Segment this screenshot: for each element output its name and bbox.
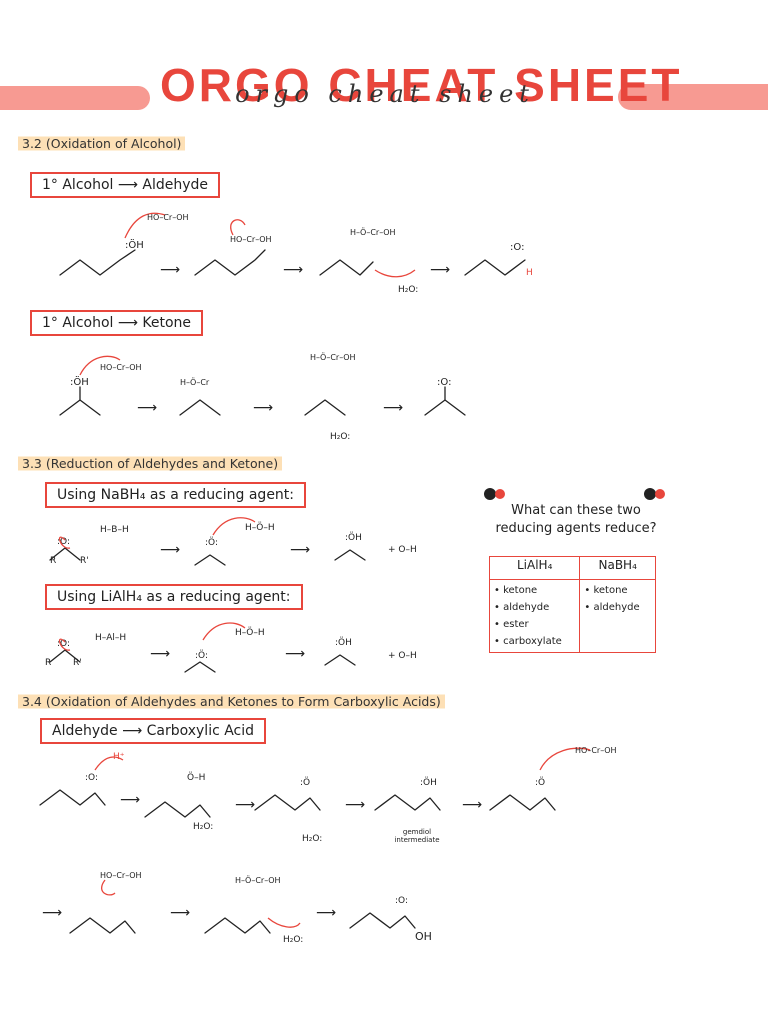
box-nabh4: Using NaBH₄ as a reducing agent: xyxy=(45,482,307,508)
r-prime-label: R' xyxy=(73,658,82,668)
svg-text::ÖH: :ÖH xyxy=(420,777,437,788)
water-label: H₂O: xyxy=(283,935,304,945)
svg-text::Ö:: :Ö: xyxy=(195,650,208,661)
lialh4-list: • ketone • aldehyde • ester • carboxylat… xyxy=(488,579,581,653)
svg-text:HO–Cr–OH: HO–Cr–OH xyxy=(575,746,617,755)
reducing-agents-table: LiAlH₄ NaBH₄ • ketone • aldehyde • ester… xyxy=(488,556,656,653)
svg-text:HO–Cr–OH: HO–Cr–OH xyxy=(100,363,142,372)
water-label: H₂O: xyxy=(193,822,214,832)
svg-text:H–Ö–H: H–Ö–H xyxy=(235,627,265,638)
hydroxide-byproduct: + O–H xyxy=(388,545,417,555)
table-header-lialh4: LiAlH₄ xyxy=(488,556,581,580)
reaction-arrow: ⟶ xyxy=(160,542,181,558)
reaction-arrow: ⟶ xyxy=(150,646,171,662)
list-item: • ketone xyxy=(584,585,628,596)
mechanism-row-alcohol-aldehyde: :ÖH HO–Cr–OH HO–Cr–OH H–Ö–Cr–OH :O: xyxy=(59,212,526,278)
svg-text:H–B–H: H–B–H xyxy=(100,525,129,535)
header-bar-left xyxy=(0,86,150,110)
svg-text::ÖH: :ÖH xyxy=(70,375,89,388)
reaction-arrow: ⟶ xyxy=(235,797,256,813)
quote-marks-icon xyxy=(484,488,665,500)
title-script-overlay: orgo cheat sheet xyxy=(235,80,535,108)
box-primary-alcohol-ketone: 1° Alcohol ⟶ Ketone xyxy=(30,310,204,336)
svg-text::O:: :O: xyxy=(57,639,70,649)
svg-text::ÖH: :ÖH xyxy=(125,238,144,251)
section-3-3-heading: 3.3 (Reduction of Aldehydes and Ketone) xyxy=(18,455,283,472)
reaction-arrow: ⟶ xyxy=(120,792,141,808)
svg-text:H–Al–H: H–Al–H xyxy=(95,633,126,643)
list-item: • ester xyxy=(494,619,529,630)
list-item: • ketone xyxy=(494,585,538,596)
reaction-arrow: ⟶ xyxy=(430,262,451,278)
svg-text::ÖH: :ÖH xyxy=(345,532,362,543)
reaction-arrow: ⟶ xyxy=(285,646,306,662)
hydroxide-byproduct: + O–H xyxy=(388,651,417,661)
mechanism-row-aldehyde-acid-2: HO–Cr–OH H–Ö–Cr–OH :O: xyxy=(69,871,416,934)
nabh4-list: • ketone • aldehyde xyxy=(579,579,656,653)
svg-text:HO–Cr–OH: HO–Cr–OH xyxy=(230,235,272,244)
svg-text:H–Ö–Cr: H–Ö–Cr xyxy=(180,377,210,387)
svg-text:H–Ö–Cr–OH: H–Ö–Cr–OH xyxy=(310,352,356,362)
proton-label: H⁺ xyxy=(113,752,125,762)
svg-text::Ö: :Ö xyxy=(300,777,310,788)
svg-text:Ö–H: Ö–H xyxy=(187,772,205,783)
svg-text::O:: :O: xyxy=(437,377,451,388)
r-prime-label: R' xyxy=(80,556,89,566)
svg-text::O:: :O: xyxy=(510,242,524,253)
reaction-arrow: ⟶ xyxy=(253,400,274,416)
section-3-2-heading: 3.2 (Oxidation of Alcohol) xyxy=(18,135,186,152)
reaction-arrow: ⟶ xyxy=(290,542,311,558)
mechanism-row-aldehyde-acid-1: :O: Ö–H :Ö :ÖH :Ö HO–Cr–OH xyxy=(39,746,617,818)
list-item: • aldehyde xyxy=(494,602,550,613)
svg-text::O:: :O: xyxy=(57,537,70,547)
question-text: What can these two reducing agents reduc… xyxy=(495,503,657,536)
carboxylic-acid-oh-label: OH xyxy=(415,930,432,943)
svg-text:H–Ö–Cr–OH: H–Ö–Cr–OH xyxy=(235,875,281,885)
svg-text:HO–Cr–OH: HO–Cr–OH xyxy=(147,213,189,222)
reaction-arrow: ⟶ xyxy=(345,797,366,813)
svg-text:HO–Cr–OH: HO–Cr–OH xyxy=(100,871,142,880)
svg-text::O:: :O: xyxy=(395,896,408,906)
reaction-arrow: ⟶ xyxy=(383,400,404,416)
r-group-label: R xyxy=(45,658,52,668)
svg-text::Ö: :Ö xyxy=(535,777,545,788)
reaction-arrow: ⟶ xyxy=(160,262,181,278)
svg-text::ÖH: :ÖH xyxy=(335,637,352,648)
water-label: H₂O: xyxy=(330,432,351,442)
r-group-label: R xyxy=(50,556,57,566)
reaction-arrow: ⟶ xyxy=(170,905,191,921)
header-bar-right xyxy=(618,84,768,110)
section-3-4-heading: 3.4 (Oxidation of Aldehydes and Ketones … xyxy=(18,693,445,710)
mechanism-row-alcohol-ketone: :ÖH HO–Cr–OH H–Ö–Cr H–Ö–Cr–OH :O: xyxy=(59,352,466,416)
box-aldehyde-carboxylic-acid: Aldehyde ⟶ Carboxylic Acid xyxy=(40,718,267,744)
page-title: ORGO CHEAT SHEET xyxy=(160,59,683,111)
mechanism-row-lialh4: :O: H–Al–H :Ö: H–Ö–H :ÖH xyxy=(49,622,356,673)
svg-text:H–Ö–H: H–Ö–H xyxy=(245,522,275,533)
table-header-nabh4: NaBH₄ xyxy=(579,556,656,580)
gemdiol-intermediate-label: gemdiol intermediate xyxy=(394,828,440,844)
mechanism-row-nabh4: :O: H–B–H :Ö: H–Ö–H :ÖH xyxy=(49,517,366,566)
water-label: H₂O: xyxy=(398,285,419,295)
svg-text::Ö:: :Ö: xyxy=(205,537,218,548)
list-item: • aldehyde xyxy=(584,602,640,613)
hydrogen-label: H xyxy=(526,268,533,278)
reaction-arrow: ⟶ xyxy=(316,905,337,921)
reaction-arrow: ⟶ xyxy=(283,262,304,278)
reaction-arrow: ⟶ xyxy=(42,905,63,921)
svg-text::O:: :O: xyxy=(85,773,98,783)
box-lialh4: Using LiAlH₄ as a reducing agent: xyxy=(45,584,303,610)
reaction-arrow: ⟶ xyxy=(462,797,483,813)
svg-text:H–Ö–Cr–OH: H–Ö–Cr–OH xyxy=(350,227,396,237)
list-item: • carboxylate xyxy=(494,636,562,647)
reaction-arrow: ⟶ xyxy=(137,400,158,416)
water-label: H₂O: xyxy=(302,834,323,844)
box-primary-alcohol-aldehyde: 1° Alcohol ⟶ Aldehyde xyxy=(30,172,221,198)
